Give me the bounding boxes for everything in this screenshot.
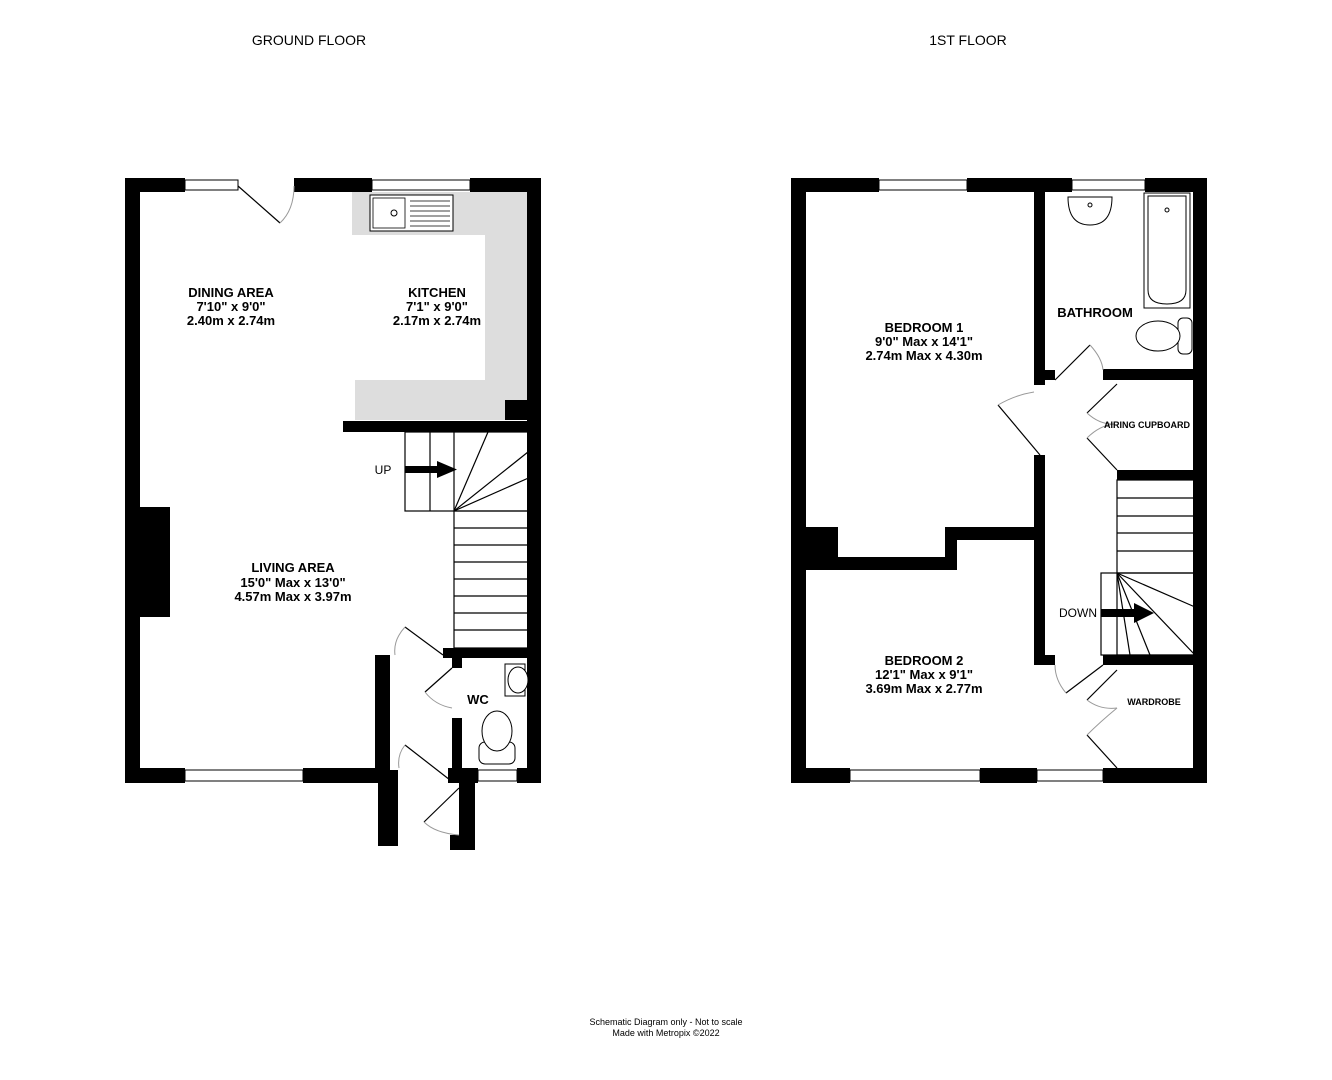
staircase	[404, 431, 534, 649]
svg-text:3.69m Max x 2.77m: 3.69m Max x 2.77m	[865, 681, 982, 696]
svg-text:12'1" Max x 9'1": 12'1" Max x 9'1"	[875, 667, 973, 682]
window	[184, 769, 304, 782]
door	[237, 185, 281, 224]
stairs-down-label: DOWN	[1059, 606, 1097, 620]
bath-icon	[1143, 192, 1191, 309]
window	[849, 769, 981, 782]
staircase	[1100, 479, 1196, 656]
basin-icon	[504, 663, 529, 697]
room-bedroom-1: BEDROOM 1 9'0" Max x 14'1" 2.74m Max x 4…	[865, 320, 982, 363]
arrow-up-icon	[405, 461, 457, 478]
toilet-icon	[478, 710, 516, 765]
basin-icon	[1067, 196, 1113, 226]
toilet-icon	[1135, 317, 1193, 355]
first-floor-plan: DOWN BEDROOM 1 9'0" Max x 14'1" 2.74m Ma…	[791, 178, 1207, 783]
ground-floor-title: GROUND FLOOR	[252, 32, 366, 48]
ground-floor-plan: UP DINING AREA 7'10" x 9'0" 2.40m x 2.74…	[125, 178, 541, 850]
sink-icon	[369, 194, 454, 232]
arrow-down-icon	[1101, 603, 1154, 623]
svg-text:4.57m Max x 3.97m: 4.57m Max x 3.97m	[234, 589, 351, 604]
room-living-area: LIVING AREA 15'0" Max x 13'0" 4.57m Max …	[234, 560, 351, 604]
room-bedroom-2: BEDROOM 2 12'1" Max x 9'1" 3.69m Max x 2…	[865, 653, 982, 696]
stairs-up-label: UP	[375, 463, 392, 477]
svg-text:LIVING AREA: LIVING AREA	[251, 560, 335, 575]
room-wc: WC	[467, 692, 489, 707]
svg-text:BEDROOM 2: BEDROOM 2	[885, 653, 964, 668]
window	[477, 769, 518, 782]
first-floor-title: 1ST FLOOR	[929, 32, 1007, 48]
room-kitchen: KITCHEN 7'1" x 9'0" 2.17m x 2.74m	[393, 285, 481, 328]
window	[1036, 769, 1104, 782]
window	[184, 179, 239, 191]
svg-text:BEDROOM 1: BEDROOM 1	[885, 320, 964, 335]
chimney-breast	[140, 507, 170, 617]
footer-disclaimer: Schematic Diagram only - Not to scale	[589, 1017, 742, 1027]
svg-text:DINING AREA: DINING AREA	[188, 285, 274, 300]
kitchen-block	[505, 400, 527, 420]
svg-text:7'1" x 9'0": 7'1" x 9'0"	[406, 299, 468, 314]
svg-text:2.74m Max x 4.30m: 2.74m Max x 4.30m	[865, 348, 982, 363]
footer-credit: Made with Metropix ©2022	[612, 1028, 719, 1038]
svg-text:2.40m x 2.74m: 2.40m x 2.74m	[187, 313, 275, 328]
room-airing-cupboard: AIRING CUPBOARD	[1104, 420, 1191, 430]
svg-text:7'10" x 9'0": 7'10" x 9'0"	[196, 299, 265, 314]
svg-text:9'0" Max x 14'1": 9'0" Max x 14'1"	[875, 334, 973, 349]
window	[878, 179, 968, 191]
room-dining-area: DINING AREA 7'10" x 9'0" 2.40m x 2.74m	[187, 285, 275, 328]
window	[371, 179, 471, 191]
svg-text:15'0" Max x 13'0": 15'0" Max x 13'0"	[240, 575, 345, 590]
svg-text:2.17m x 2.74m: 2.17m x 2.74m	[393, 313, 481, 328]
svg-text:KITCHEN: KITCHEN	[408, 285, 466, 300]
window	[1071, 179, 1146, 191]
room-wardrobe: WARDROBE	[1127, 697, 1181, 707]
room-bathroom: BATHROOM	[1057, 305, 1133, 320]
